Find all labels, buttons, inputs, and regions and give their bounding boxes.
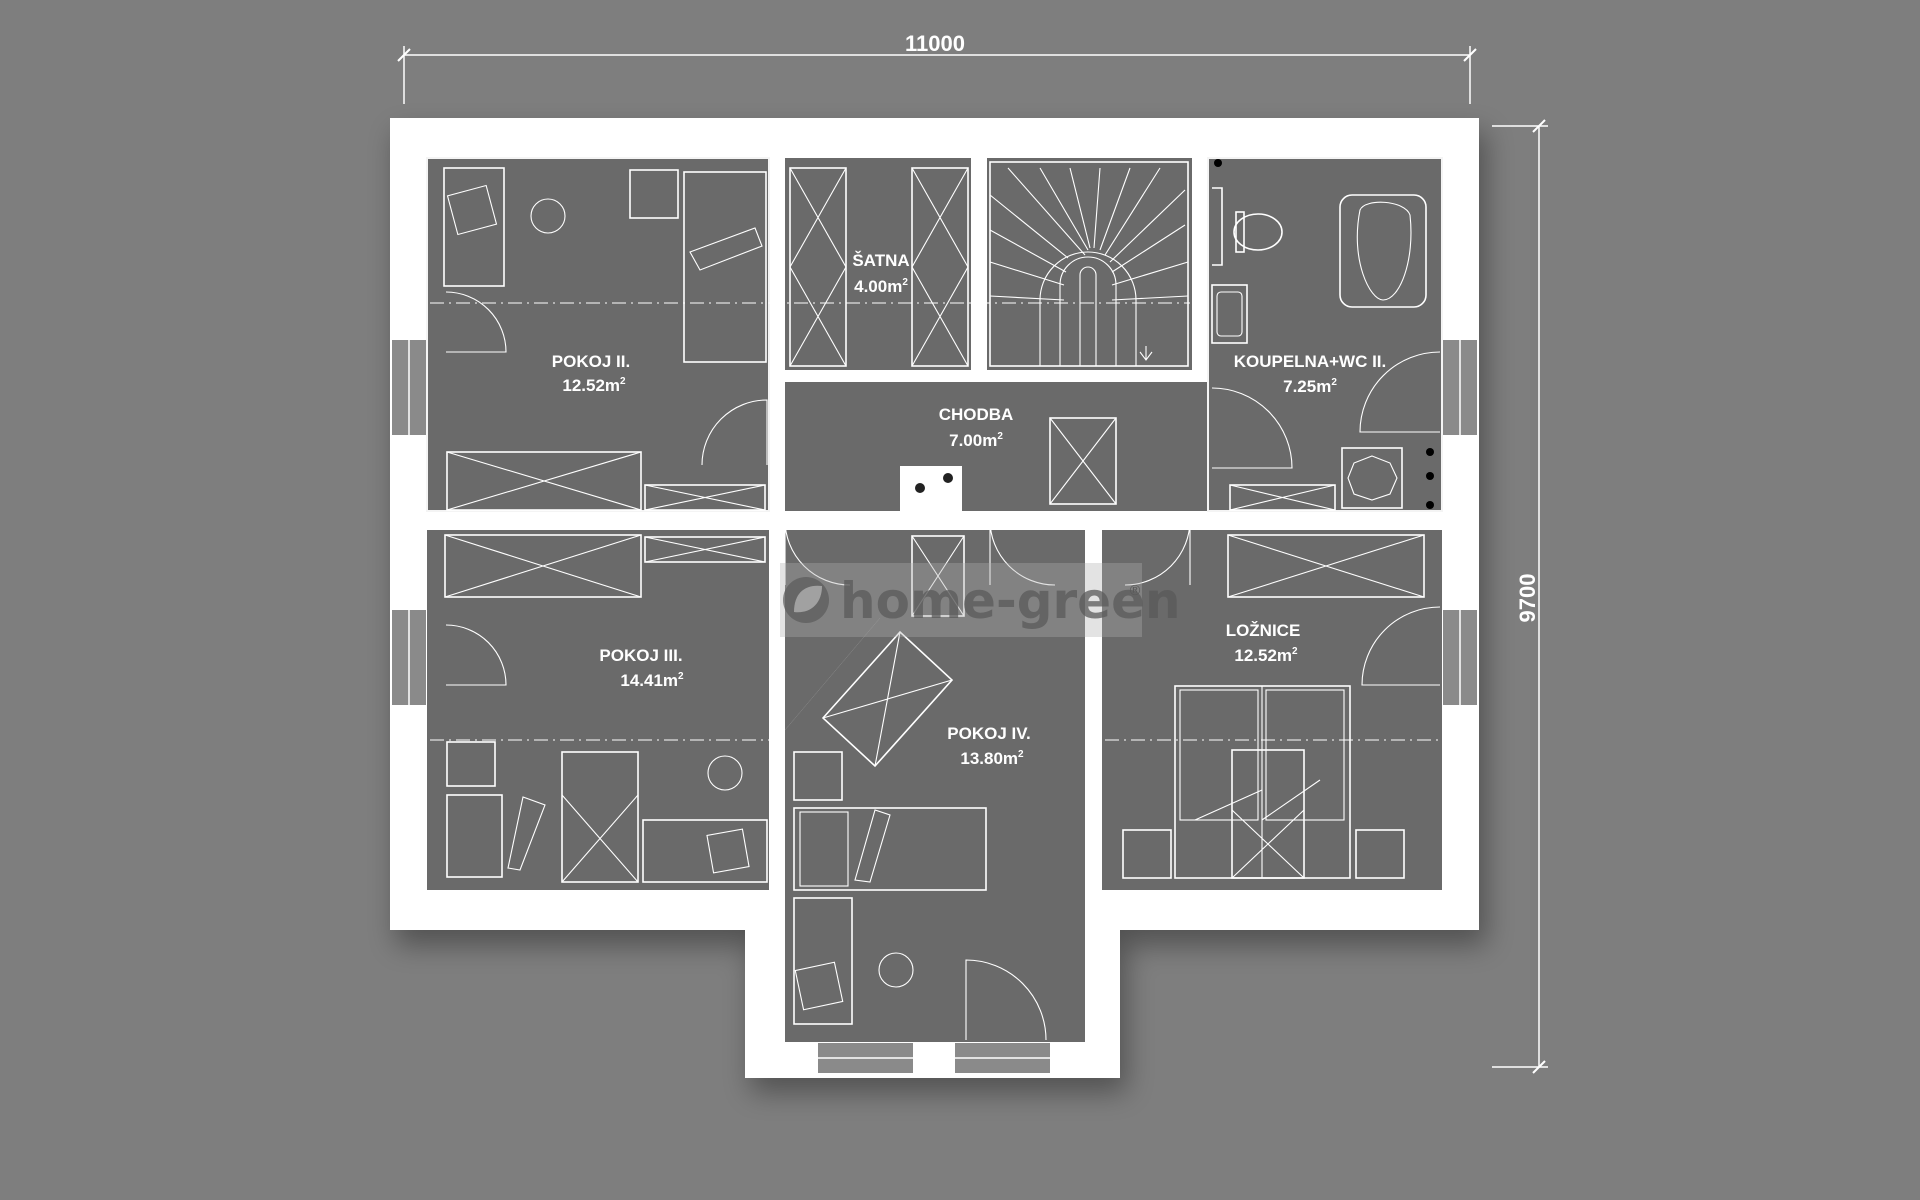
room-labels: POKOJ II. 12.52m2 ŠATNA 4.00m2 CHODBA 7.… [552, 251, 1386, 768]
room-name-pokoj-iv: POKOJ IV. [947, 724, 1030, 743]
room-area-koupelna: 7.25m2 [1283, 377, 1337, 396]
floor-pokoj-ii [427, 158, 769, 511]
room-area-chodba: 7.00m2 [949, 431, 1003, 450]
floor-satna [785, 158, 971, 370]
room-name-koupelna: KOUPELNA+WC II. [1234, 352, 1387, 371]
room-area-satna: 4.00m2 [854, 277, 908, 296]
koupelna-edge [1207, 157, 1443, 512]
watermark: home-green ® [780, 563, 1181, 637]
leaf-icon [783, 577, 829, 623]
floor-pokoj-iv [769, 530, 1085, 1042]
dimension-height [1492, 119, 1548, 1074]
furniture-satna [789, 167, 969, 367]
furniture-loznice [1122, 534, 1441, 879]
pokoj-ii-edge [426, 157, 770, 512]
dimension-width [397, 46, 1477, 104]
room-name-pokoj-iii: POKOJ III. [599, 646, 682, 665]
watermark-panel [780, 563, 1142, 637]
watermark-registered-mark: ® [1128, 583, 1142, 599]
room-name-chodba: CHODBA [939, 405, 1014, 424]
watermark-logo-text: home-green [840, 572, 1181, 630]
floor-pokoj-iii [427, 530, 769, 890]
room-name-loznice: LOŽNICE [1226, 621, 1301, 640]
dimension-width-label: 11000 [905, 31, 965, 56]
room-area-pokoj-ii: 12.52m2 [562, 376, 626, 395]
room-area-pokoj-iii: 14.41m2 [620, 671, 684, 690]
room-name-pokoj-ii: POKOJ II. [552, 352, 630, 371]
furniture-pokoj-iv [793, 535, 1047, 1041]
furniture-koupelna [1211, 159, 1441, 511]
floor-chodba [785, 382, 1208, 511]
staircase [989, 161, 1189, 367]
furniture-pokoj-ii [443, 167, 768, 511]
furniture-pokoj-iii [444, 534, 768, 883]
furniture-chodba [784, 417, 1191, 586]
room-name-satna: ŠATNA [852, 251, 909, 270]
windows [392, 340, 1477, 1073]
room-area-pokoj-iv: 13.80m2 [960, 749, 1024, 768]
room-area-loznice: 12.52m2 [1234, 646, 1298, 665]
floor-stairs [987, 158, 1192, 370]
dimension-height-label: 9700 [1515, 574, 1540, 623]
